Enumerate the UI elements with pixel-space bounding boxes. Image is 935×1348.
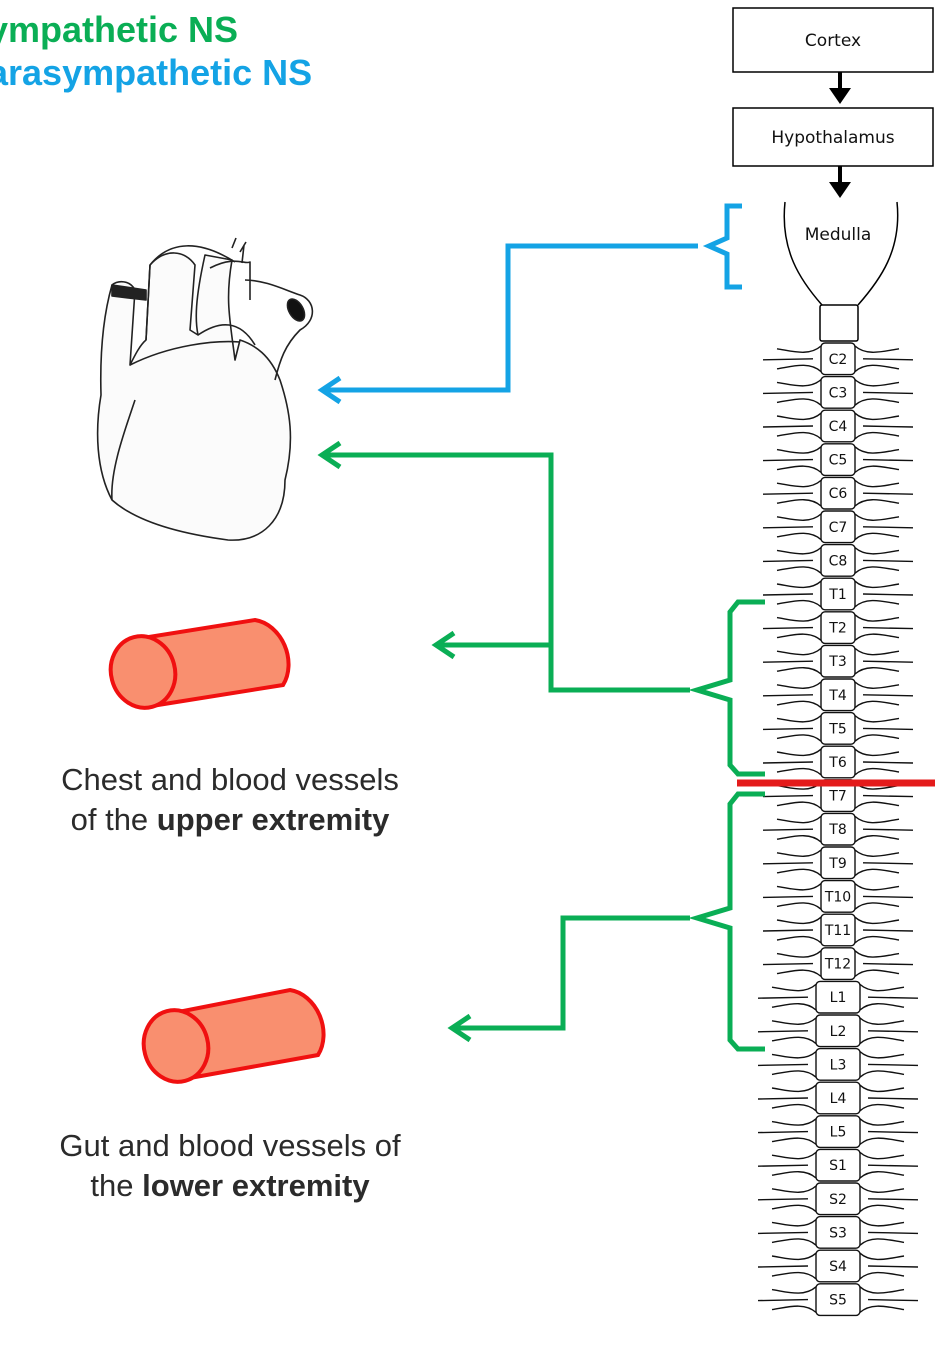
vertebra-label-c4: C4 <box>829 419 848 435</box>
hypothalamus-label: Hypothalamus <box>771 128 894 148</box>
vertebra-label-t2: T2 <box>828 621 846 637</box>
vertebra-label-l1: L1 <box>830 990 847 1006</box>
vertebra-label-t6: T6 <box>828 755 847 771</box>
vertebra-label-c6: C6 <box>829 486 848 502</box>
spine-segment-s1: S1 <box>758 1149 918 1181</box>
spine-segment-c7: C7 <box>763 511 913 543</box>
spine-segment-l2: L2 <box>758 1015 918 1047</box>
spine-segment-t6: T6 <box>763 746 913 778</box>
caption-lower: Gut and blood vessels of the lower extre… <box>0 1126 460 1206</box>
caption-upper-bold: upper extremity <box>157 802 390 837</box>
blood-vessel-icon <box>103 620 289 715</box>
vertebra-label-l3: L3 <box>830 1057 847 1073</box>
heart-icon <box>98 238 313 540</box>
spine-segment-t11: T11 <box>763 914 913 946</box>
vertebra-label-t5: T5 <box>828 721 846 737</box>
spine-segment-t1: T1 <box>763 578 913 610</box>
spine-segment-c3: C3 <box>763 377 913 409</box>
spine-segment-t4: T4 <box>763 679 913 711</box>
vertebra-label-l5: L5 <box>830 1125 847 1141</box>
parasympathetic-pathway <box>322 206 742 402</box>
vertebra-label-c7: C7 <box>829 520 848 536</box>
spine-segment-s4: S4 <box>758 1250 918 1282</box>
spine-segment-c5: C5 <box>763 444 913 476</box>
vertebra-label-t12: T12 <box>824 957 851 973</box>
vertebra-label-c2: C2 <box>829 352 848 368</box>
medulla: Medulla <box>784 202 897 341</box>
blood-vessel-icon <box>136 990 324 1089</box>
vertebra-label-s5: S5 <box>829 1293 847 1309</box>
spine-segment-l5: L5 <box>758 1116 918 1148</box>
vertebra-label-t3: T3 <box>828 654 846 670</box>
sympathetic-upper-pathway <box>322 443 765 774</box>
spinal-column: C2C3C4C5C6C7C8T1T2T3T4T5T6T7T8T9T10T11T1… <box>758 343 918 1315</box>
caption-upper-line1: Chest and blood vessels <box>61 762 399 797</box>
spine-segment-l1: L1 <box>758 981 918 1013</box>
spine-segment-c8: C8 <box>763 545 913 577</box>
vertebra-label-t11: T11 <box>824 923 851 939</box>
vertebra-label-c8: C8 <box>829 553 848 569</box>
caption-lower-line2-prefix: the <box>90 1168 142 1203</box>
spine-segment-t12: T12 <box>763 948 913 980</box>
spine-segment-t8: T8 <box>763 813 913 845</box>
spine-segment-t3: T3 <box>763 645 913 677</box>
vertebra-label-c5: C5 <box>829 453 848 469</box>
spine-segment-c4: C4 <box>763 410 913 442</box>
caption-upper-line2-prefix: of the <box>71 802 157 837</box>
arrow-hypothalamus-medulla <box>829 166 851 198</box>
spine-segment-t2: T2 <box>763 612 913 644</box>
spine-segment-s2: S2 <box>758 1183 918 1215</box>
vertebra-label-t8: T8 <box>828 822 846 838</box>
vertebra-label-t7: T7 <box>828 789 846 805</box>
spine-segment-l3: L3 <box>758 1049 918 1081</box>
spine-segment-s5: S5 <box>758 1284 918 1316</box>
vertebra-label-t4: T4 <box>828 688 847 704</box>
medulla-label: Medulla <box>805 225 872 245</box>
spine-segment-t10: T10 <box>763 881 913 913</box>
arrow-cortex-hypothalamus <box>829 72 851 104</box>
spine-segment-l4: L4 <box>758 1082 918 1114</box>
spine-segment-t9: T9 <box>763 847 913 879</box>
spine-segment-c2: C2 <box>763 343 913 375</box>
vertebra-label-l2: L2 <box>830 1024 847 1040</box>
hypothalamus-box: Hypothalamus <box>733 108 933 166</box>
vertebra-label-t9: T9 <box>828 856 846 872</box>
cortex-label: Cortex <box>805 31 861 51</box>
vertebra-label-c3: C3 <box>829 385 848 401</box>
vertebra-label-t10: T10 <box>824 889 851 905</box>
spine-segment-s3: S3 <box>758 1217 918 1249</box>
vertebra-label-s2: S2 <box>829 1192 847 1208</box>
cortex-box: Cortex <box>733 8 933 72</box>
vertebra-label-s4: S4 <box>829 1259 847 1275</box>
vertebra-label-t1: T1 <box>828 587 846 603</box>
vertebra-label-s3: S3 <box>829 1225 847 1241</box>
sympathetic-lower-pathway <box>452 794 765 1049</box>
spine-segment-t5: T5 <box>763 713 913 745</box>
caption-lower-line1: Gut and blood vessels of <box>59 1128 400 1163</box>
vertebra-label-l4: L4 <box>830 1091 847 1107</box>
caption-upper: Chest and blood vessels of the upper ext… <box>0 760 460 840</box>
caption-lower-bold: lower extremity <box>142 1168 369 1203</box>
spine-segment-c6: C6 <box>763 477 913 509</box>
vertebra-label-s1: S1 <box>829 1158 847 1174</box>
